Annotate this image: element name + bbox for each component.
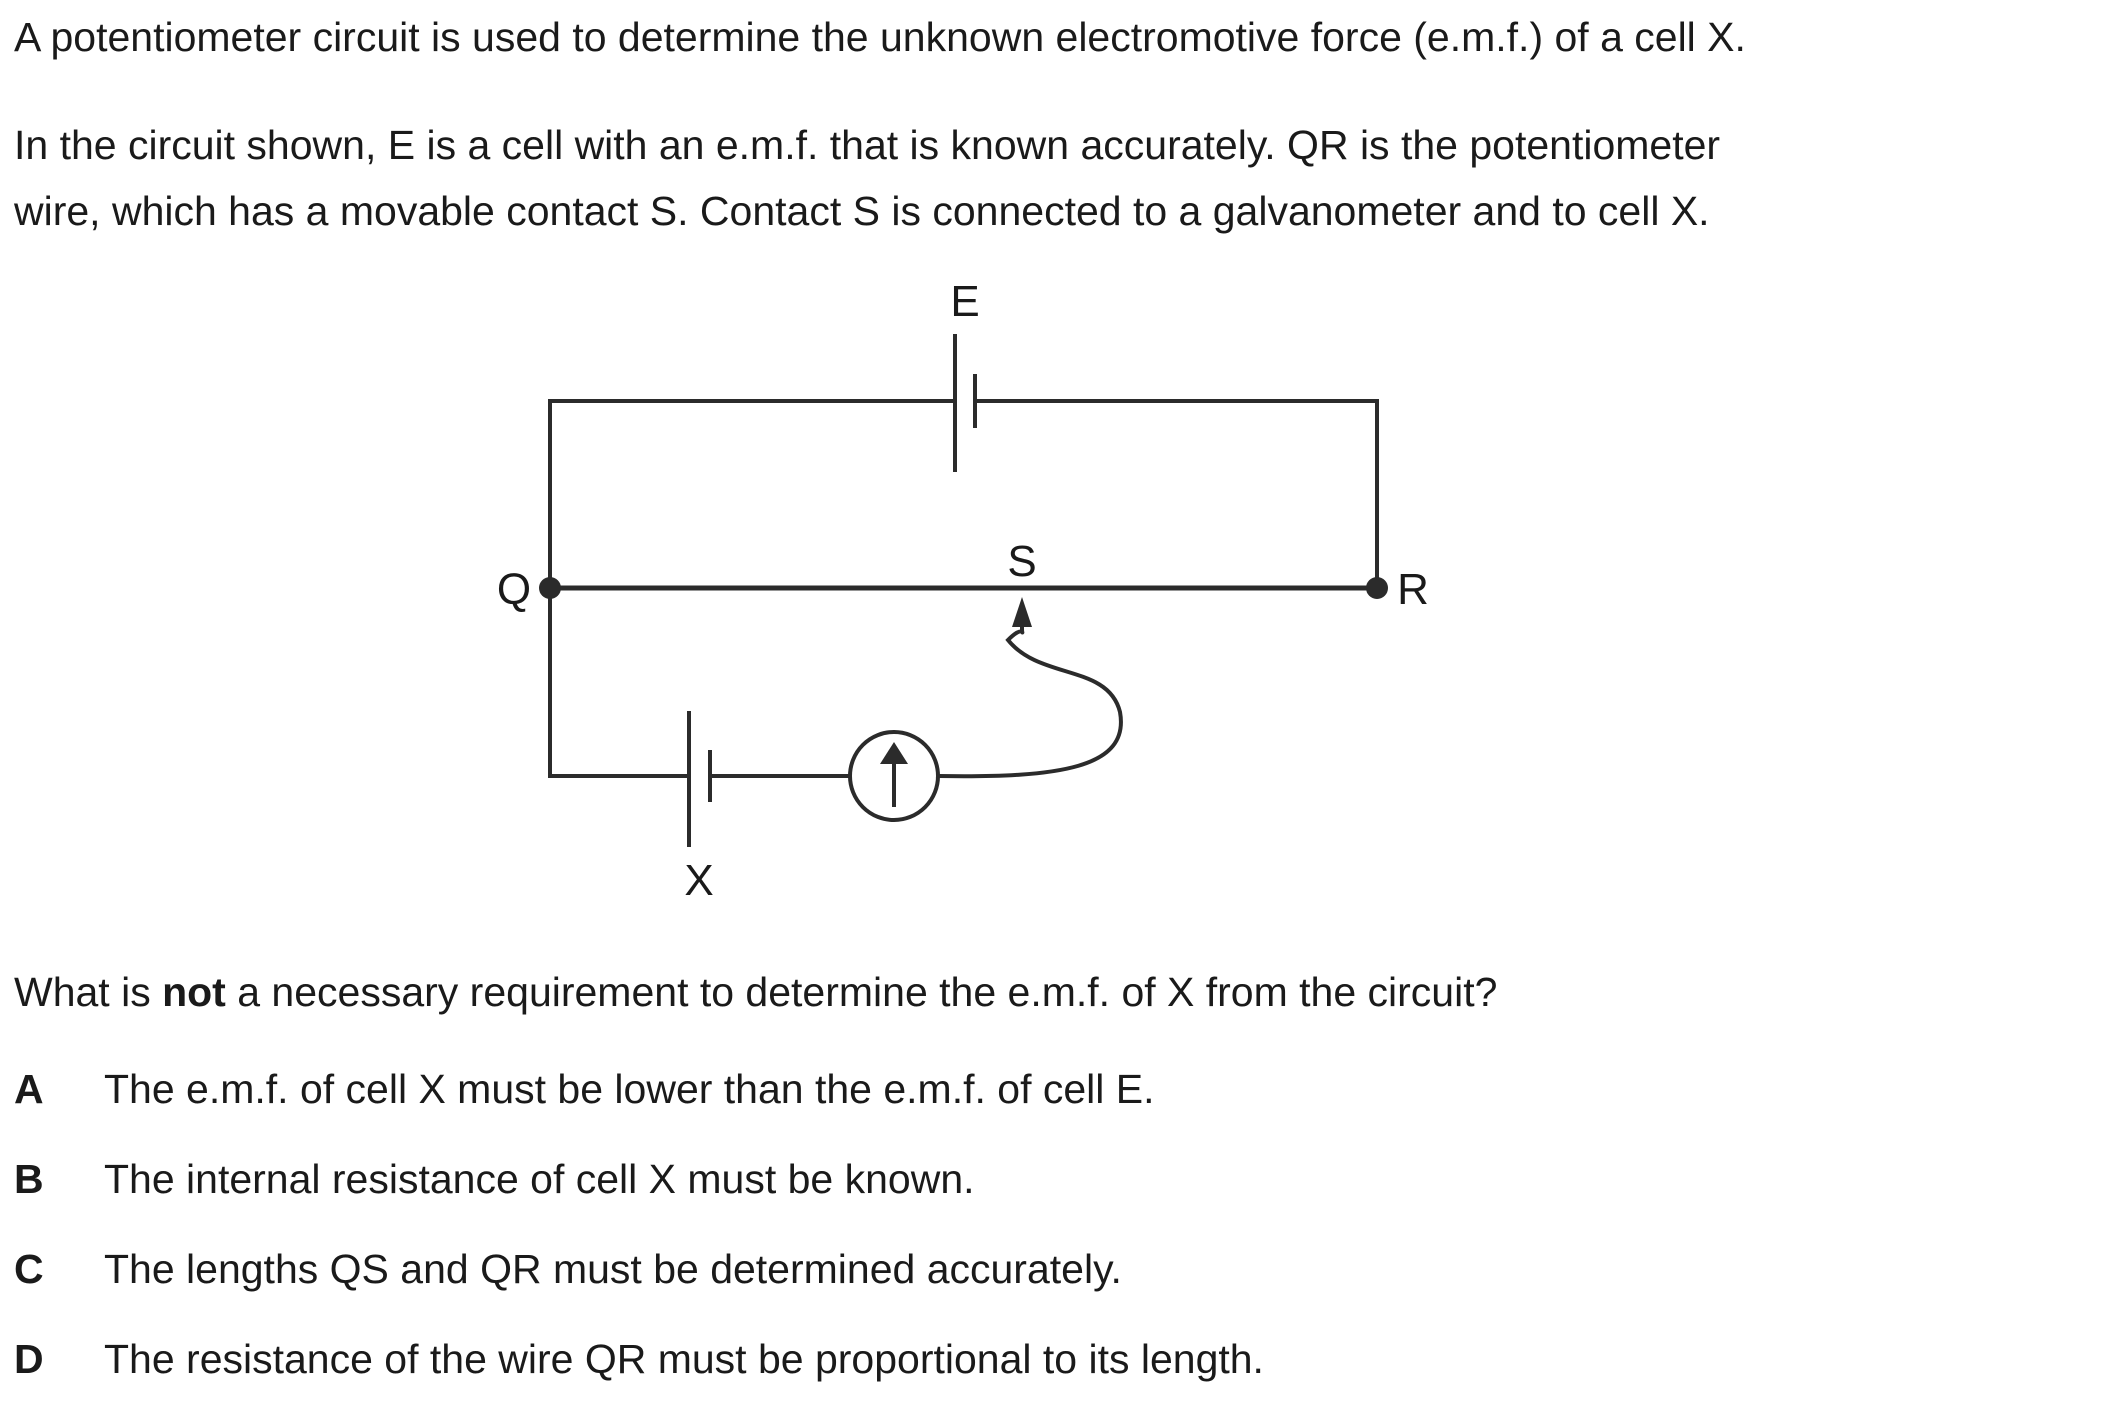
option-text: The e.m.f. of cell X must be lower than … xyxy=(104,1066,1155,1112)
galvanometer-icon xyxy=(848,730,940,822)
question-emphasis: not xyxy=(162,969,226,1015)
option-text: The lengths QS and QR must be determined… xyxy=(104,1246,1122,1292)
intro-text: A potentiometer circuit is used to deter… xyxy=(14,14,1746,60)
lead-to-contact-s xyxy=(935,625,1123,779)
wire-bottom-left xyxy=(548,586,691,778)
wire-top-left xyxy=(548,399,957,590)
option-a[interactable]: A The e.m.f. of cell X must be lower than… xyxy=(14,1062,1155,1116)
label-s: S xyxy=(1007,537,1036,586)
option-text: The resistance of the wire QR must be pr… xyxy=(104,1336,1264,1382)
question-before: What is xyxy=(14,969,163,1015)
label-r: R xyxy=(1397,565,1429,614)
description-line-1: In the circuit shown, E is a cell with a… xyxy=(14,122,1721,168)
option-d[interactable]: D The resistance of the wire QR must be p… xyxy=(14,1332,1264,1386)
label-x: X xyxy=(684,856,713,905)
question-text: What is not a necessary requirement to d… xyxy=(14,965,1497,1019)
option-letter: A xyxy=(14,1066,44,1112)
option-letter: D xyxy=(14,1336,44,1382)
option-letter: B xyxy=(14,1156,44,1202)
label-q: Q xyxy=(497,565,531,614)
option-letter: C xyxy=(14,1246,44,1292)
sliding-contact-s-arrow xyxy=(1012,597,1032,627)
label-e: E xyxy=(950,277,979,326)
option-b[interactable]: B The internal resistance of cell X must … xyxy=(14,1152,975,1206)
option-text: The internal resistance of cell X must b… xyxy=(104,1156,975,1202)
wire-top-right xyxy=(973,399,1379,590)
question-after: a necessary requirement to determine the… xyxy=(225,969,1498,1015)
option-c[interactable]: C The lengths QS and QR must be determine… xyxy=(14,1242,1122,1296)
junction-r xyxy=(1366,577,1388,599)
description-line-2: wire, which has a movable contact S. Con… xyxy=(14,188,1710,234)
